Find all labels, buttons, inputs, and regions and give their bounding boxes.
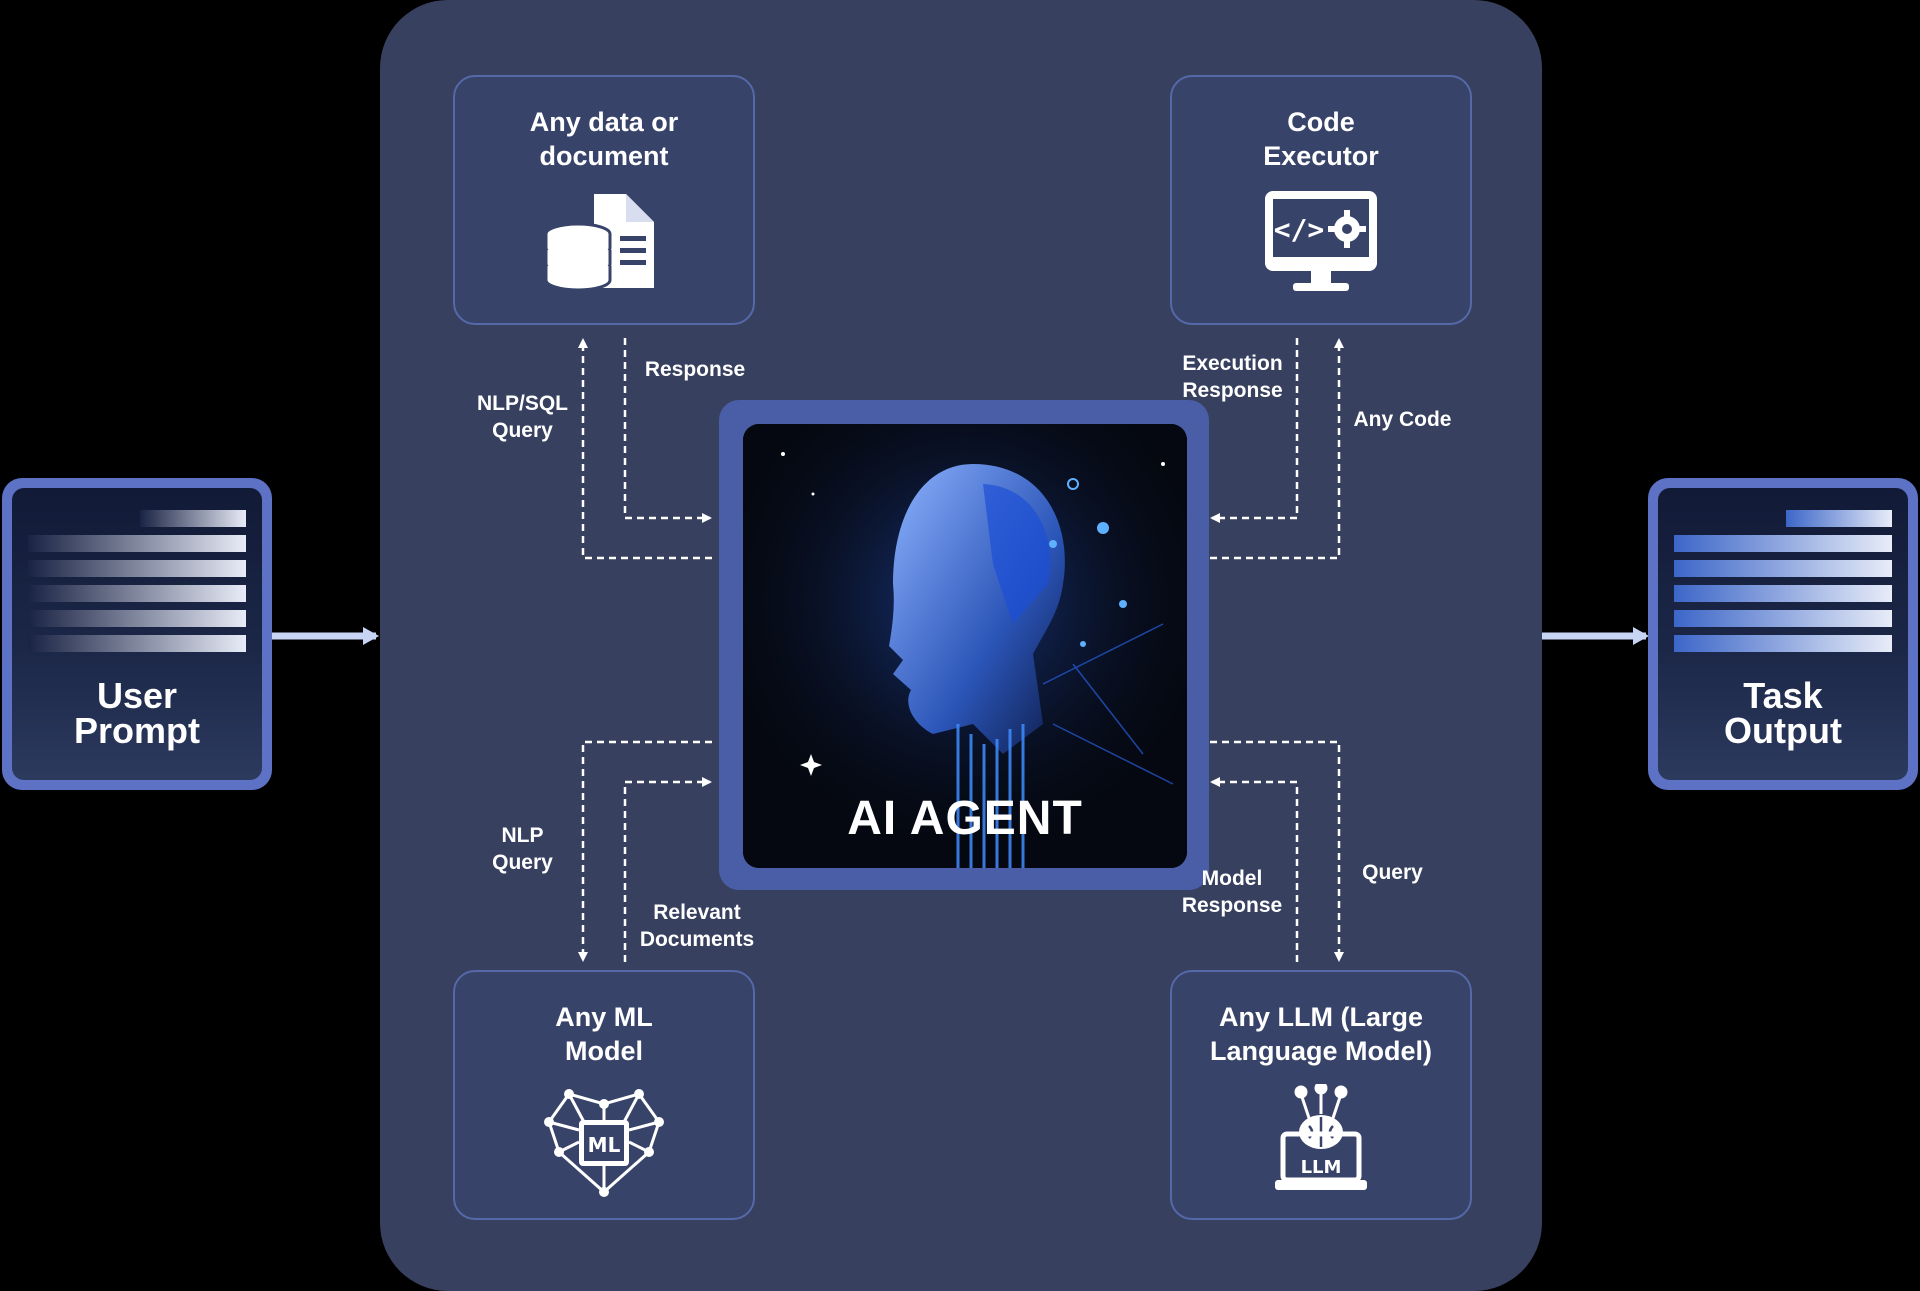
query-arrow <box>1210 740 1344 962</box>
user-prompt-title: User Prompt <box>74 675 200 751</box>
llm-box: Any LLM (Large Language Model) LLM <box>1170 970 1472 1220</box>
nlp-query-label: NLP Query <box>492 824 553 874</box>
ml-model-box: Any ML Model ML <box>453 970 755 1220</box>
relevant-documents-arrow <box>623 777 712 962</box>
llm-title: Any LLM (Large Language Model) <box>1210 1002 1432 1066</box>
document-lines-icon <box>1658 488 1908 652</box>
query-label: Query <box>1362 861 1423 884</box>
nlp-sql-query-arrow <box>578 338 712 560</box>
nlp-sql-query-label: NLP/SQL Query <box>476 392 568 442</box>
code-executor-title: Code Executor <box>1263 107 1379 171</box>
nlp-query-arrow <box>578 740 712 962</box>
ml-model-title: Any ML Model <box>555 1002 653 1066</box>
relevant-documents-label: Relevant Documents <box>639 901 755 951</box>
model-response-arrow <box>1210 777 1299 962</box>
execution-response-arrow <box>1210 338 1299 523</box>
data-document-title: Any data or document <box>529 107 679 171</box>
svg-text:</>: </> <box>1274 213 1325 246</box>
ml-chip-label: ML <box>588 1133 621 1157</box>
execution-response-label: Execution Response <box>1182 352 1283 402</box>
user-prompt-card: User Prompt <box>2 478 272 790</box>
task-output-title: Task Output <box>1724 675 1842 751</box>
data-document-box: Any data or document <box>453 75 755 325</box>
response-arrow <box>623 338 712 523</box>
model-response-label: Model Response <box>1181 867 1283 917</box>
response-label: Response <box>644 358 746 381</box>
ml-chip-network-icon: ML <box>455 1082 753 1207</box>
database-document-icon <box>455 192 753 297</box>
ai-robot-head-illustration: AI AGENT <box>743 424 1187 868</box>
any-code-arrow <box>1210 338 1344 560</box>
code-executor-box: Code Executor </> <box>1170 75 1472 325</box>
document-lines-icon <box>12 488 262 652</box>
ai-agent-title: AI AGENT <box>847 792 1083 845</box>
any-code-label: Any Code <box>1353 408 1452 431</box>
task-output-card: Task Output <box>1648 478 1918 790</box>
llm-label: LLM <box>1301 1157 1342 1178</box>
monitor-code-gear-icon: </> <box>1172 187 1470 302</box>
llm-brain-laptop-icon: LLM <box>1172 1081 1470 1201</box>
ai-agent-node: AI AGENT <box>719 400 1209 890</box>
